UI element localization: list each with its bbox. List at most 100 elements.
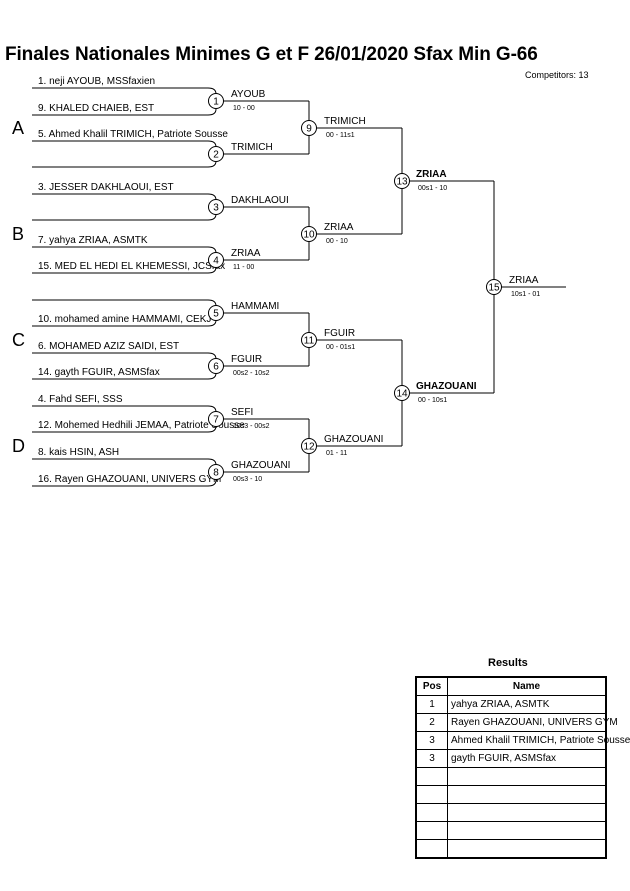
results-pos: 2 <box>415 713 448 732</box>
results-name: Rayen GHAZOUANI, UNIVERS GYM <box>447 713 618 732</box>
results-name: Ahmed Khalil TRIMICH, Patriote Sousse <box>447 731 630 750</box>
results-name <box>447 821 607 840</box>
match-circle <box>208 358 224 374</box>
match-number: 1 <box>213 97 219 108</box>
match-circle <box>208 93 224 109</box>
match-circle <box>394 385 410 401</box>
pool-letter: B <box>12 224 24 244</box>
round2-score: 00 - 01s1 <box>326 344 355 351</box>
entrant-label: 16. Rayen GHAZOUANI, UNIVERS GYM <box>38 474 221 485</box>
entrant-label: 6. MOHAMED AZIZ SAIDI, EST <box>38 341 179 352</box>
entrant-label: 12. Mohemed Hedhili JEMAA, Patriote Sous… <box>38 420 245 431</box>
entrant-label: 1. neji AYOUB, MSSfaxien <box>38 76 155 87</box>
entrant-label: 3. JESSER DAKHLAOUI, EST <box>38 182 174 193</box>
round2-score: 00 - 10 <box>326 238 348 245</box>
match-number: 12 <box>303 442 315 453</box>
results-pos: 1 <box>415 695 448 714</box>
page-title: Finales Nationales Minimes G et F 26/01/… <box>5 44 538 65</box>
pool-letter: C <box>12 330 25 350</box>
semi-score: 00 - 10s1 <box>418 397 447 404</box>
round1-score: 00s2 - 10s2 <box>233 370 270 377</box>
results-pos <box>415 821 448 840</box>
match-number: 7 <box>213 415 219 426</box>
match-circle <box>486 279 502 295</box>
match-number: 9 <box>306 124 312 135</box>
round2-winner: ZRIAA <box>324 222 354 233</box>
round2-winner: TRIMICH <box>324 116 366 127</box>
match-circle <box>208 252 224 268</box>
pool-letter: D <box>12 436 25 456</box>
entrant-label: 4. Fahd SEFI, SSS <box>38 394 123 405</box>
results-pos <box>415 839 448 859</box>
results-pos <box>415 767 448 786</box>
results-name <box>447 785 607 804</box>
results-pos: 3 <box>415 731 448 750</box>
match-circle <box>301 438 317 454</box>
results-name <box>447 767 607 786</box>
final-score: 10s1 - 01 <box>511 291 540 298</box>
match-circle <box>208 199 224 215</box>
entrant-label: 8. kais HSIN, ASH <box>38 447 119 458</box>
match-number: 13 <box>396 177 408 188</box>
match-number: 10 <box>303 230 315 241</box>
entrant-label: 5. Ahmed Khalil TRIMICH, Patriote Sousse <box>38 129 228 140</box>
round2-winner: FGUIR <box>324 328 355 339</box>
round1-winner: TRIMICH <box>231 142 273 153</box>
match-number: 8 <box>213 468 219 479</box>
results-pos: 3 <box>415 749 448 768</box>
results-row <box>415 785 607 804</box>
results-row <box>415 803 607 822</box>
round1-winner: SEFI <box>231 407 253 418</box>
round1-score: 10 - 00 <box>233 105 255 112</box>
round1-score: 00s3 - 10 <box>233 476 262 483</box>
match-circle <box>208 464 224 480</box>
entrant-label: 14. gayth FGUIR, ASMSfax <box>38 367 160 378</box>
results-pos <box>415 785 448 804</box>
match-number: 5 <box>213 309 219 320</box>
match-number: 3 <box>213 203 219 214</box>
results-title: Results <box>488 657 528 669</box>
match-number: 14 <box>396 389 408 400</box>
results-name: yahya ZRIAA, ASMTK <box>447 695 607 714</box>
match-circle <box>208 411 224 427</box>
round2-winner: GHAZOUANI <box>324 434 383 445</box>
round1-winner: FGUIR <box>231 354 262 365</box>
results-row <box>415 767 607 786</box>
round1-winner: AYOUB <box>231 89 266 100</box>
match-circle <box>208 305 224 321</box>
results-name <box>447 839 607 859</box>
match-circle <box>301 332 317 348</box>
match-number: 15 <box>488 283 500 294</box>
entrant-label: 9. KHALED CHAIEB, EST <box>38 103 154 114</box>
results-row <box>415 839 607 859</box>
round1-score: 11 - 00 <box>233 264 254 271</box>
entrant-label: 7. yahya ZRIAA, ASMTK <box>38 235 148 246</box>
round1-winner: DAKHLAOUI <box>231 195 289 206</box>
final-winner: ZRIAA <box>509 275 539 286</box>
semi-score: 00s1 - 10 <box>418 185 447 192</box>
results-pos <box>415 803 448 822</box>
entrant-label: 15. MED EL HEDI EL KHEMESSI, JCSfax <box>38 261 225 272</box>
match-circle <box>301 226 317 242</box>
round2-score: 01 - 11 <box>326 450 347 457</box>
competitors-count: Competitors: 13 <box>525 70 589 80</box>
match-number: 4 <box>213 256 219 267</box>
round2-score: 00 - 11s1 <box>326 132 355 139</box>
match-number: 11 <box>304 336 315 347</box>
round1-winner: ZRIAA <box>231 248 261 259</box>
results-row <box>415 821 607 840</box>
round1-winner: GHAZOUANI <box>231 460 290 471</box>
round1-score: 10s3 - 00s2 <box>233 423 270 430</box>
pool-letter: A <box>12 118 24 138</box>
match-circle <box>208 146 224 162</box>
semi-winner: GHAZOUANI <box>416 381 477 392</box>
match-number: 6 <box>213 362 219 373</box>
match-circle <box>394 173 410 189</box>
results-name <box>447 803 607 822</box>
